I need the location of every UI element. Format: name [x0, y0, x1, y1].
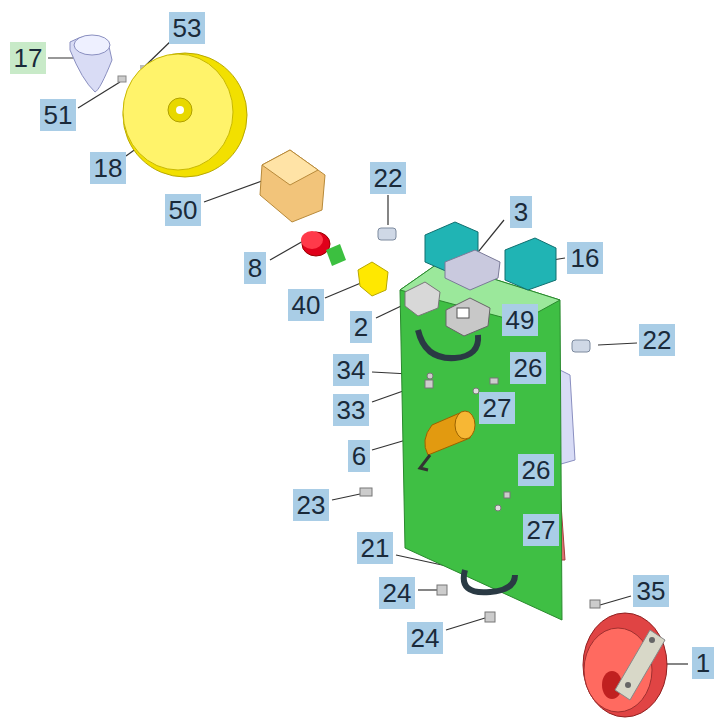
callout-number: 24	[407, 622, 444, 654]
callout-number: 27	[479, 392, 516, 424]
callout-number: 18	[90, 152, 127, 184]
callout-number: 53	[169, 12, 206, 44]
callout-number: 23	[293, 489, 330, 521]
callout-number: 1	[692, 647, 714, 679]
callout-number: 51	[40, 99, 77, 131]
callout-number: 3	[510, 196, 532, 228]
callout-number: 21	[357, 532, 394, 564]
callout-number: 16	[567, 242, 604, 274]
callout-number: 26	[510, 352, 547, 384]
callout-number: 40	[288, 289, 325, 321]
callout-number: 33	[333, 394, 370, 426]
callout-number: 35	[633, 575, 670, 607]
callout-number: 22	[370, 162, 407, 194]
callout-number: 8	[244, 252, 266, 284]
callout-number: 26	[518, 454, 555, 486]
callout-number: 27	[523, 514, 560, 546]
callout-number: 17	[10, 42, 47, 74]
callout-number: 50	[165, 194, 202, 226]
callout-number: 34	[333, 354, 370, 386]
callout-number: 6	[348, 440, 370, 472]
callout-number: 24	[379, 577, 416, 609]
callout-number: 22	[639, 324, 676, 356]
callout-number: 2	[350, 311, 372, 343]
callout-number: 49	[502, 304, 539, 336]
